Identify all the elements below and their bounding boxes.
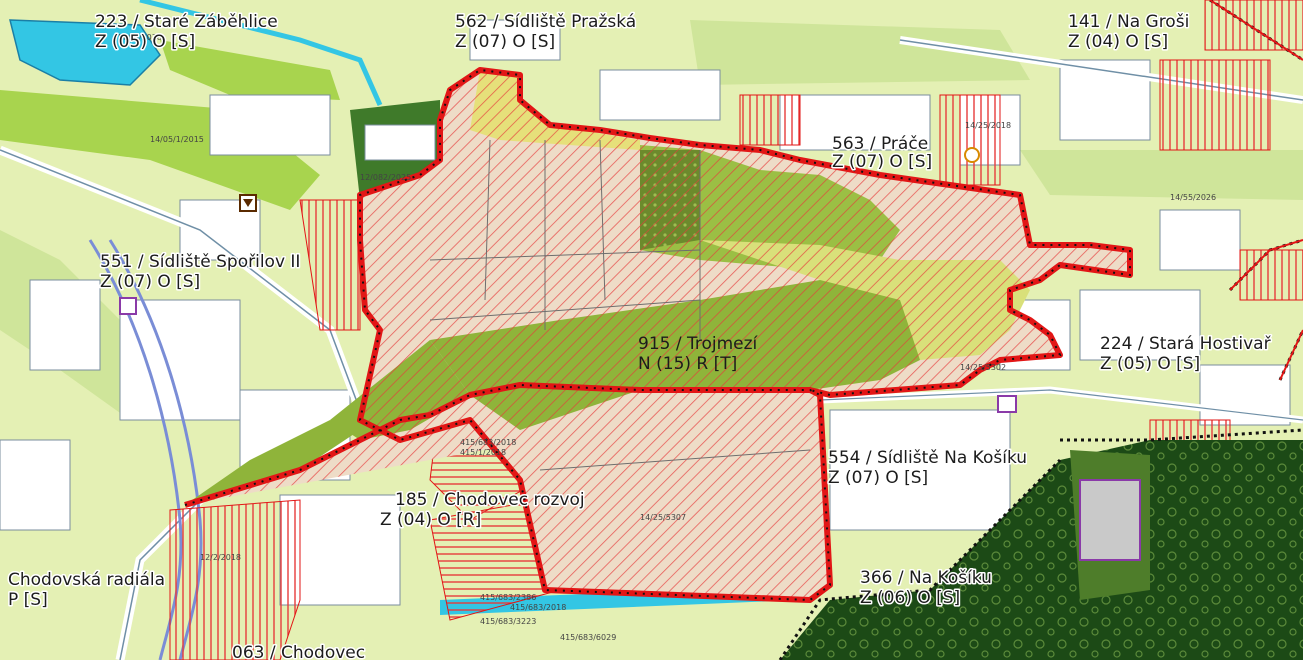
parcel-code: 12/2/2018 bbox=[200, 553, 241, 562]
locality-label-562: 562 / Sídliště Pražská Z (07) O [S] bbox=[454, 11, 638, 54]
svg-text:223 / Staré Záběhlice: 223 / Staré Záběhlice bbox=[95, 12, 278, 32]
svg-text:141 / Na Groši: 141 / Na Groši bbox=[1068, 12, 1189, 32]
locality-boundaries-red bbox=[1209, 0, 1303, 381]
locality-label-563: 563 / Práče Z (07) O [S] bbox=[831, 133, 934, 174]
svg-text:Chodovská radiála: Chodovská radiála bbox=[8, 570, 165, 590]
trojmezi-zone[interactable] bbox=[184, 67, 1133, 603]
locality-label-chodovska: Chodovská radiála P [S] bbox=[7, 569, 167, 612]
svg-text:Z (07) O [S]: Z (07) O [S] bbox=[100, 272, 200, 292]
svg-text:563 / Práče: 563 / Práče bbox=[832, 134, 928, 154]
locality-label-185: 185 / Chodovec rozvoj Z (04) O [R] bbox=[379, 489, 587, 532]
parcel-code: 14/25/5307 bbox=[640, 513, 686, 522]
svg-text:Z (05) O [S]: Z (05) O [S] bbox=[1100, 354, 1200, 374]
svg-text:Z (05) O [S]: Z (05) O [S] bbox=[95, 32, 195, 52]
forest bbox=[780, 440, 1303, 660]
built-blocks bbox=[0, 19, 1291, 606]
parcel-code: 415/1/2018 bbox=[460, 448, 506, 457]
map-symbols bbox=[119, 147, 1017, 413]
poi-icon bbox=[964, 147, 980, 163]
parcel-code: 12/082/2025 bbox=[360, 173, 411, 182]
facility-icon bbox=[119, 297, 137, 315]
parcel-code: 14/25/2018 bbox=[965, 121, 1011, 130]
svg-text:224 / Stará Hostivař: 224 / Stará Hostivař bbox=[1100, 334, 1272, 354]
parcel-code: 415/683/3223 bbox=[480, 617, 536, 626]
parcel-code: 500/-/3038 bbox=[118, 33, 162, 42]
parcel-code: 415/683/2018 bbox=[460, 438, 516, 447]
svg-text:562 / Sídliště Pražská: 562 / Sídliště Pražská bbox=[455, 12, 636, 32]
svg-text:366 / Na Košíku: 366 / Na Košíku bbox=[860, 568, 992, 588]
locality-label-141: 141 / Na Groši Z (04) O [S] bbox=[1067, 11, 1191, 54]
locality-label-063: 063 / Chodovec bbox=[231, 642, 367, 660]
parcel-code-labels: 500/-/3038 14/05/1/2015 12/082/2025 14/2… bbox=[118, 33, 1216, 642]
svg-text:Z (04) O [R]: Z (04) O [R] bbox=[380, 510, 481, 530]
svg-text:185 / Chodovec rozvoj: 185 / Chodovec rozvoj bbox=[395, 490, 585, 510]
parcel-code: 415/683/2018 bbox=[510, 603, 566, 612]
trojmezi-hatch bbox=[185, 70, 1130, 600]
locality-labels: 223 / Staré Záběhlice Z (05) O [S] 562 /… bbox=[7, 11, 1274, 660]
locality-label-915: 915 / Trojmezí N (15) R [T] bbox=[638, 334, 759, 374]
svg-text:Z (07) O [S]: Z (07) O [S] bbox=[832, 152, 932, 172]
parcel-code: 14/05/1/2015 bbox=[150, 135, 204, 144]
svg-text:915 / Trojmezí: 915 / Trojmezí bbox=[638, 334, 759, 354]
svg-text:551 / Sídliště Spořilov II: 551 / Sídliště Spořilov II bbox=[100, 252, 300, 272]
svg-text:Z (07) O [S]: Z (07) O [S] bbox=[828, 468, 928, 488]
svg-text:Z (07) O [S]: Z (07) O [S] bbox=[455, 32, 555, 52]
facility-icon bbox=[997, 395, 1017, 413]
parcel-code: 415/683/2386 bbox=[480, 593, 536, 602]
svg-text:Z (04) O [S]: Z (04) O [S] bbox=[1068, 32, 1168, 52]
parcel-lines bbox=[429, 139, 811, 471]
svg-text:Z (06) O [S]: Z (06) O [S] bbox=[860, 588, 960, 608]
parcel-code: 14/55/2026 bbox=[1170, 193, 1216, 202]
svg-text:063 / Chodovec: 063 / Chodovec bbox=[232, 643, 365, 660]
svg-text:N (15) R [T]: N (15) R [T] bbox=[638, 354, 737, 374]
locality-label-551: 551 / Sídliště Spořilov II Z (07) O [S] bbox=[99, 251, 302, 294]
parcel-code: 14/25/5302 bbox=[960, 363, 1006, 372]
locality-label-554: 554 / Sídliště Na Košíku Z (07) O [S] bbox=[827, 447, 1029, 490]
locality-label-366: 366 / Na Košíku Z (06) O [S] bbox=[859, 567, 994, 610]
locality-label-223: 223 / Staré Záběhlice Z (05) O [S] bbox=[94, 11, 280, 54]
parcel-code: 415/683/6029 bbox=[560, 633, 616, 642]
svg-text:554 / Sídliště Na Košíku: 554 / Sídliště Na Košíku bbox=[828, 448, 1027, 468]
svg-text:P [S]: P [S] bbox=[8, 590, 48, 610]
locality-label-224: 224 / Stará Hostivař Z (05) O [S] bbox=[1099, 333, 1274, 376]
